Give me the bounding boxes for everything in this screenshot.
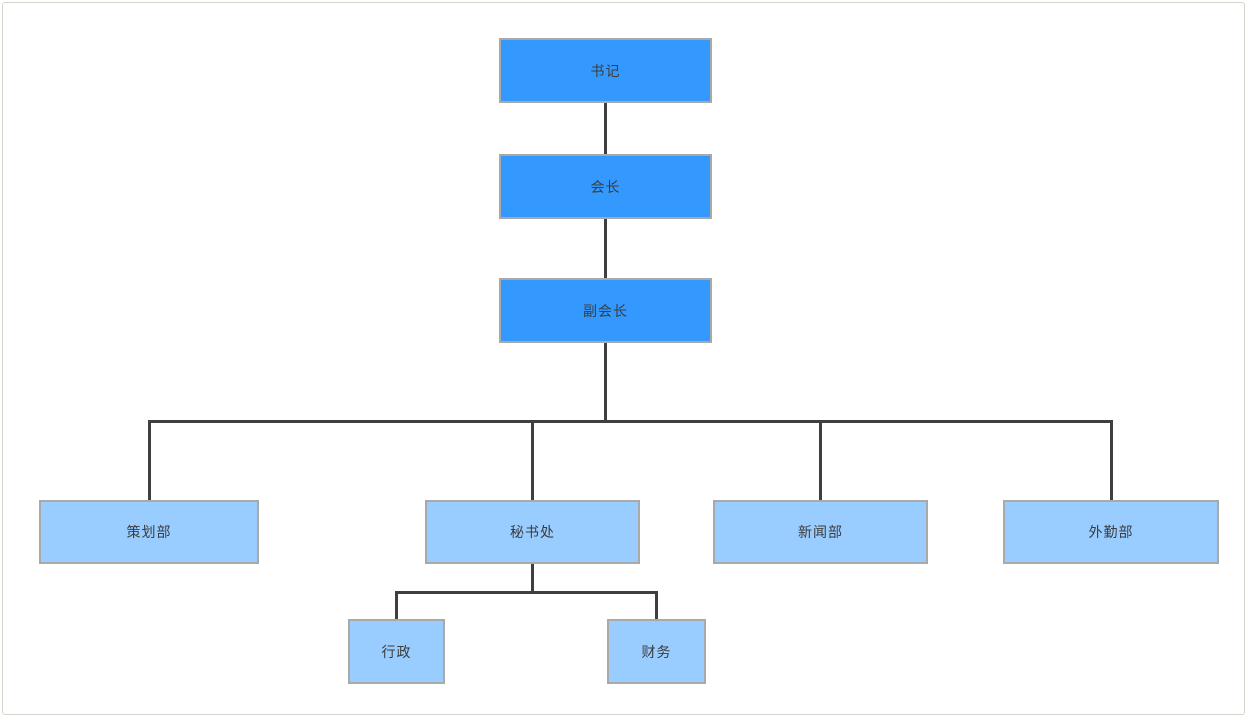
connector-fuhuizhang-stem <box>604 343 607 423</box>
connector-mishuchu-stem <box>531 564 534 593</box>
node-label: 策划部 <box>126 524 172 540</box>
node-mishuchu[interactable]: 秘书处 <box>425 500 640 564</box>
node-label: 书记 <box>590 62 621 79</box>
node-xingzheng[interactable]: 行政 <box>348 619 445 684</box>
connector-drop-xingzheng <box>395 591 398 619</box>
connector-branch-bar-level5 <box>395 591 658 594</box>
node-label: 副会长 <box>583 302 628 319</box>
node-label: 秘书处 <box>510 524 555 540</box>
connector-drop-xinwenbu <box>819 420 822 500</box>
connector-drop-cehuabu <box>148 420 151 500</box>
node-waiqinbu[interactable]: 外勤部 <box>1003 500 1219 564</box>
connector-shuji-huizhang <box>604 103 607 154</box>
node-fuhuizhang[interactable]: 副会长 <box>499 278 712 343</box>
node-label: 财务 <box>641 643 672 660</box>
connector-drop-mishuchu <box>531 420 534 500</box>
node-caiwu[interactable]: 财务 <box>607 619 706 684</box>
node-label: 行政 <box>381 643 412 660</box>
connector-drop-waiqinbu <box>1110 420 1113 500</box>
connector-drop-caiwu <box>655 591 658 619</box>
connector-branch-bar-level4 <box>148 420 1113 423</box>
node-label: 会长 <box>590 178 621 195</box>
connector-huizhang-fuhuizhang <box>604 219 607 278</box>
node-label: 新闻部 <box>798 524 843 540</box>
node-xinwenbu[interactable]: 新闻部 <box>713 500 928 564</box>
node-huizhang[interactable]: 会长 <box>499 154 712 219</box>
node-shuji[interactable]: 书记 <box>499 38 712 103</box>
node-cehuabu[interactable]: 策划部 <box>39 500 259 564</box>
node-label: 外勤部 <box>1088 524 1134 540</box>
